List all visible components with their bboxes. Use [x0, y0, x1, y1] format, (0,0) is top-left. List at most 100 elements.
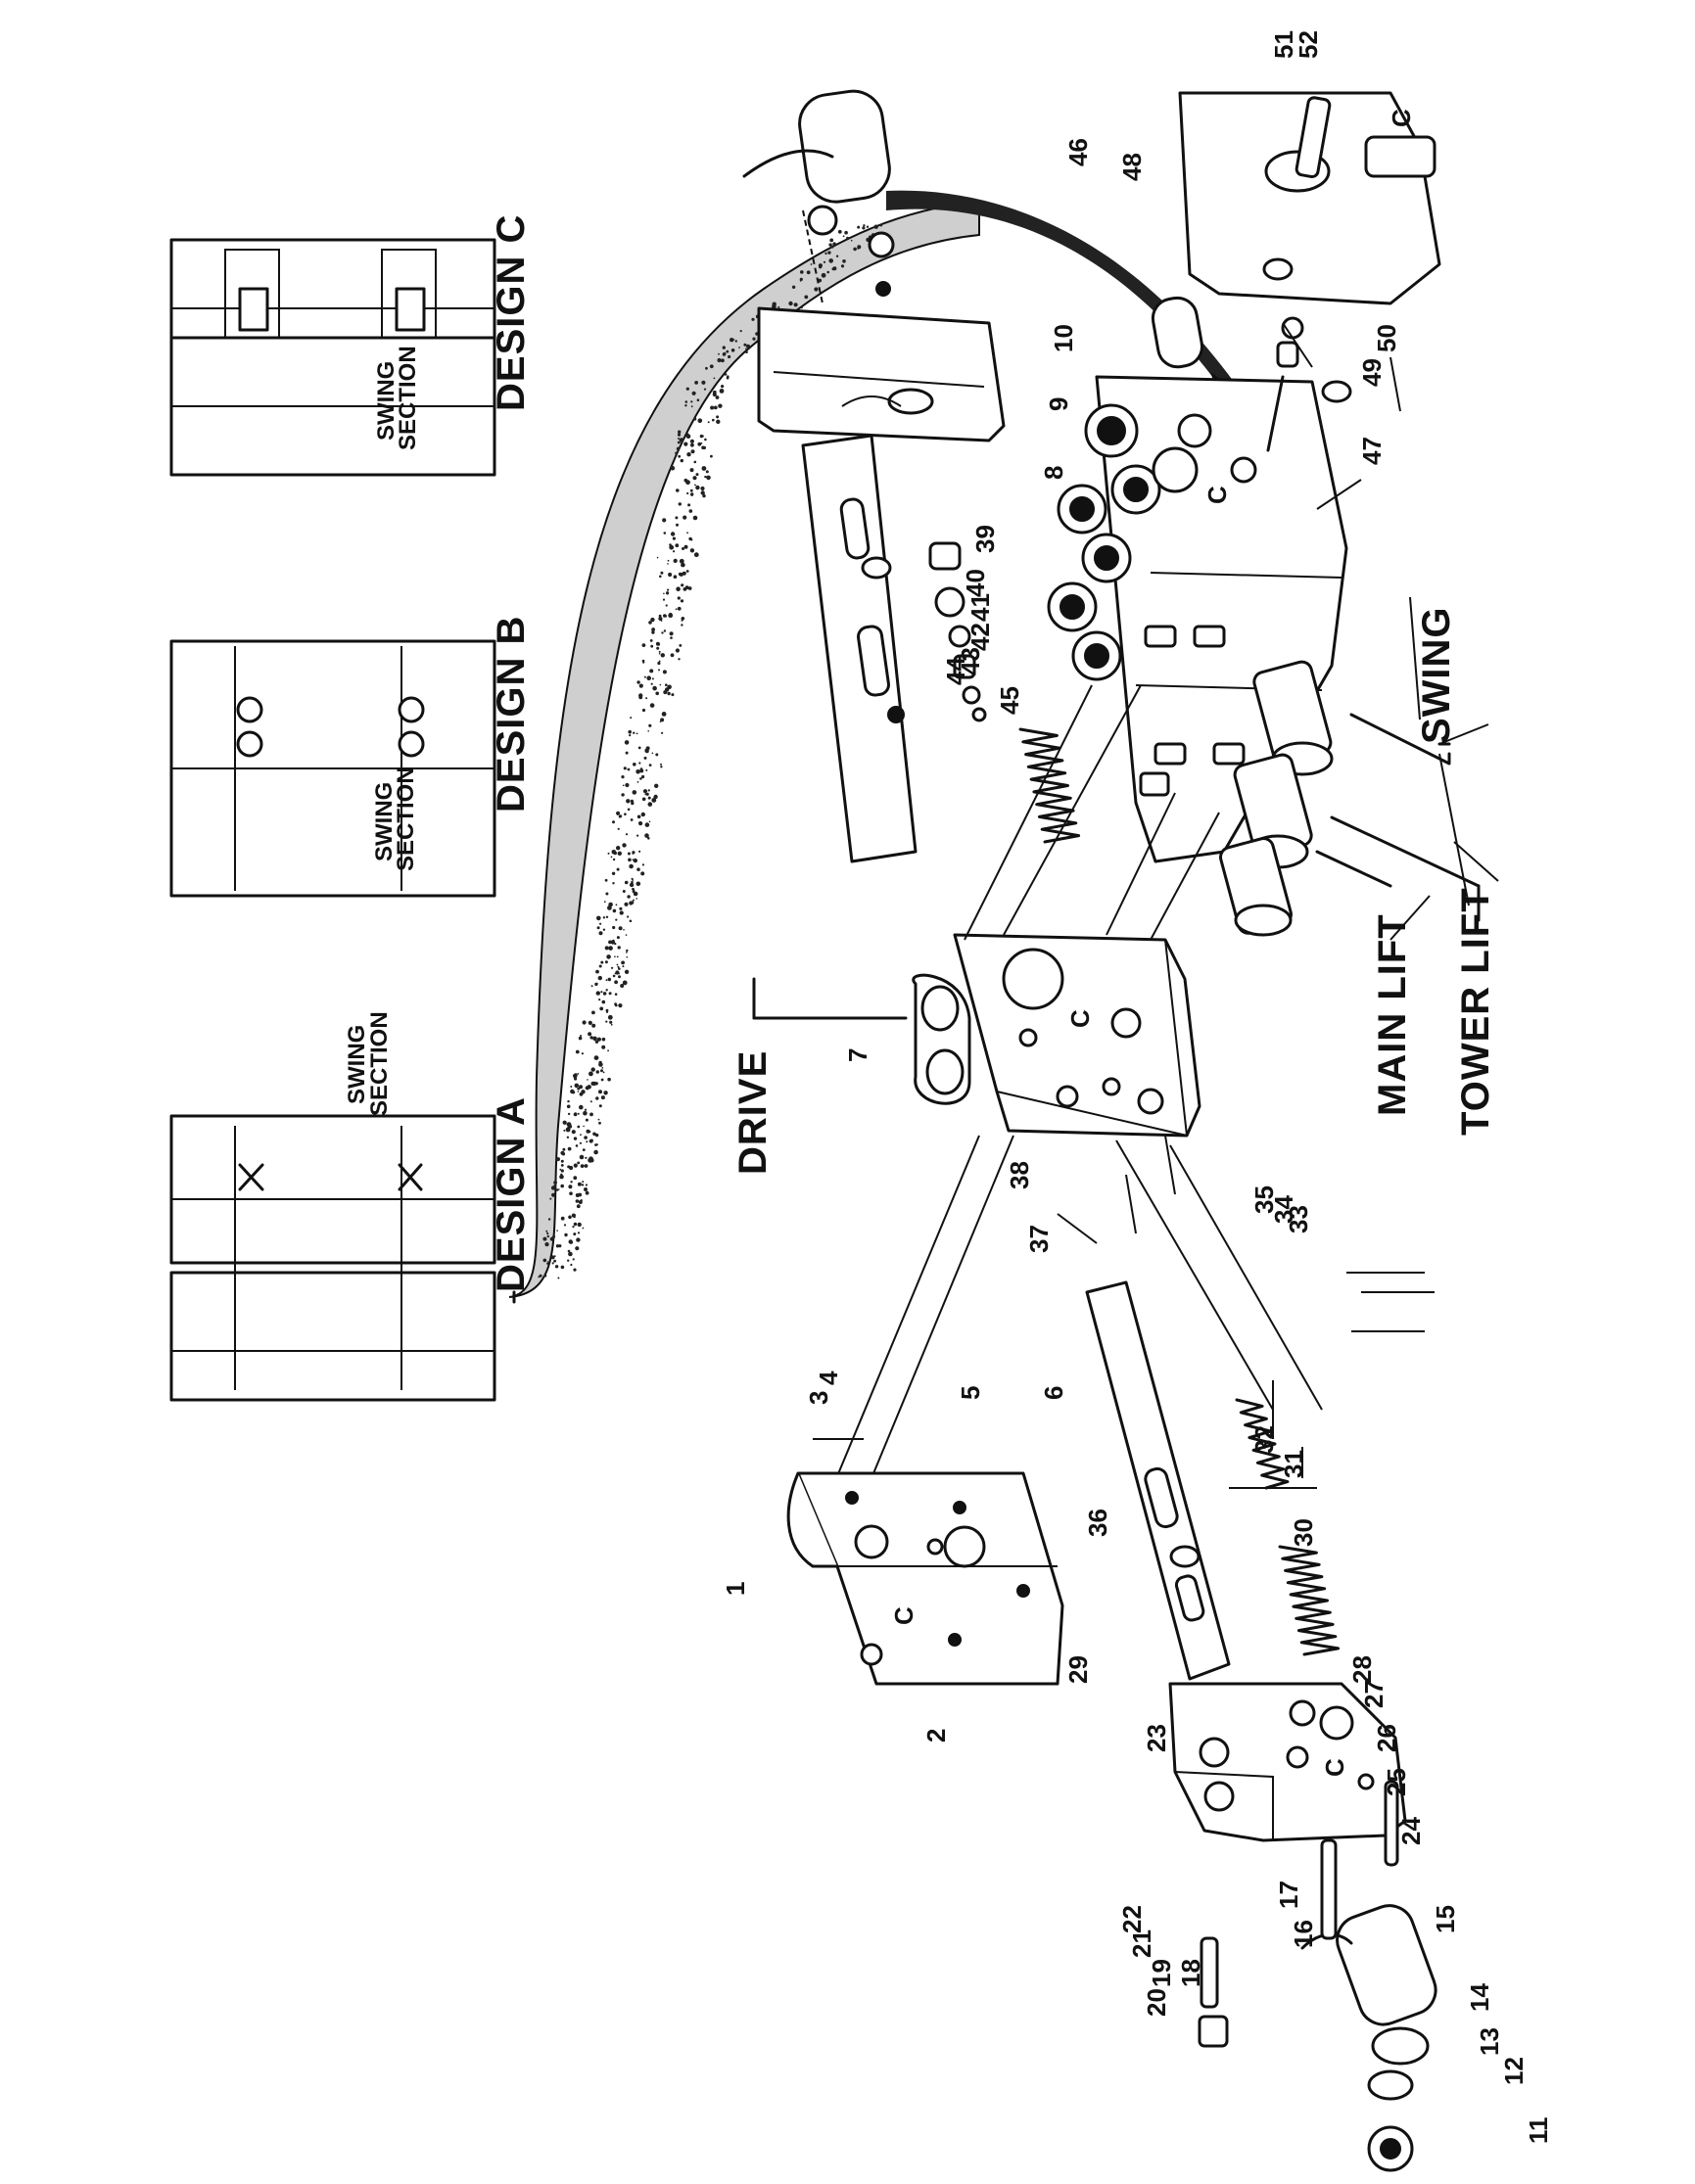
speckle-dot — [648, 820, 651, 823]
speckle-dot — [581, 1090, 586, 1094]
speckle-dot — [828, 258, 833, 263]
lower-spool-channel — [1085, 1280, 1231, 1681]
speckle-dot — [588, 1020, 592, 1025]
speckle-dot — [738, 347, 740, 349]
speckle-dot — [643, 675, 646, 678]
speckle-dot — [621, 775, 625, 779]
section-label-leaders — [512, 713, 1481, 1304]
speckle-dot — [554, 1265, 559, 1269]
speckle-dot — [718, 403, 723, 408]
speckle-dot — [713, 405, 718, 410]
speckle-dot — [584, 1164, 589, 1168]
label-design-a: DESIGN A — [490, 1096, 533, 1292]
speckle-dot — [586, 1140, 589, 1143]
speckle-dot — [566, 1104, 571, 1109]
speckle-dot — [625, 833, 629, 836]
port-letter-outlet: C — [1320, 1758, 1349, 1777]
speckle-dot — [544, 1242, 549, 1247]
speckle-dot — [706, 475, 711, 481]
speckle-dot — [677, 441, 681, 444]
speckle-dot — [837, 229, 842, 234]
speckle-dot — [607, 1049, 609, 1052]
speckle-dot — [683, 587, 687, 591]
speckle-dot — [616, 963, 619, 966]
speckle-dot — [730, 338, 734, 343]
speckle-dot — [842, 259, 846, 263]
speckle-dot — [553, 1259, 556, 1263]
speckle-dot — [655, 641, 660, 646]
speckle-dot — [638, 693, 643, 698]
speckle-dot — [546, 1234, 549, 1238]
speckle-dot — [589, 1036, 593, 1040]
speckle-dot — [605, 979, 608, 982]
speckle-dot — [575, 1144, 579, 1147]
speckle-dot — [663, 629, 667, 632]
speckle-dot — [546, 1231, 549, 1235]
speckle-dot — [618, 926, 623, 931]
speckle-dot — [555, 1188, 559, 1191]
speckle-dot — [644, 748, 649, 753]
part-number-13: 13 — [1475, 2027, 1504, 2056]
speckle-dot — [603, 901, 606, 903]
swing-small-parts — [1151, 296, 1352, 452]
speckle-dot — [660, 620, 663, 622]
speckle-dot — [624, 813, 627, 815]
speckle-dot — [582, 1227, 585, 1230]
speckle-dot — [681, 562, 685, 568]
speckle-dot — [598, 931, 603, 936]
speckle-dot — [611, 871, 616, 875]
speckle-dot — [639, 777, 642, 780]
speckle-dot — [572, 1226, 575, 1229]
part-number-42: 42 — [965, 623, 995, 651]
part-number-41: 41 — [965, 593, 995, 622]
speckle-dot — [617, 851, 622, 856]
speckle-dot — [569, 1191, 573, 1195]
speckle-dot — [638, 821, 643, 826]
speckle-dot — [638, 762, 641, 765]
part-number-31: 31 — [1279, 1450, 1308, 1478]
speckle-dot — [659, 720, 662, 722]
speckle-dot — [571, 1130, 576, 1135]
speckle-dot — [693, 417, 697, 421]
speckle-dot — [577, 1125, 581, 1129]
speckle-dot — [550, 1255, 555, 1260]
speckle-dot — [641, 643, 646, 647]
speckle-dot — [605, 892, 609, 896]
speckle-dot — [570, 1181, 573, 1184]
speckle-dot — [632, 890, 636, 894]
speckle-dot — [850, 239, 853, 242]
label-design-b: DESIGN B — [490, 616, 533, 813]
speckle-dot — [710, 454, 713, 458]
speckle-dot — [677, 433, 682, 437]
speckle-dot — [712, 392, 717, 397]
speckle-dot — [625, 751, 629, 755]
speckle-dot — [728, 354, 731, 359]
speckle-dot — [585, 1190, 589, 1195]
speckle-dot — [616, 867, 620, 871]
speckle-dot — [612, 858, 616, 861]
part-number-21: 21 — [1127, 1929, 1156, 1958]
speckle-dot — [553, 1181, 557, 1185]
part-number-16: 16 — [1289, 1920, 1318, 1948]
speckle-dot — [545, 1230, 548, 1232]
part-number-22: 22 — [1117, 1905, 1147, 1933]
speckle-dot — [633, 763, 636, 767]
speckle-dot — [613, 851, 617, 856]
speckle-dot — [542, 1236, 547, 1241]
speckle-dot — [567, 1112, 571, 1116]
speckle-dot — [578, 1192, 583, 1197]
speckle-dot — [591, 1023, 596, 1028]
speckle-dot — [679, 438, 684, 442]
speckle-dot — [620, 911, 624, 915]
speckle-dot — [629, 919, 633, 923]
speckle-dot — [638, 683, 643, 688]
speckle-dot — [556, 1157, 560, 1162]
speckle-dot — [632, 887, 635, 891]
speckle-dot — [573, 1176, 578, 1181]
speckle-dot — [717, 357, 722, 363]
speckle-dot — [594, 1082, 598, 1086]
relief-cover-upper — [757, 306, 1006, 442]
speckle-dot — [658, 650, 661, 653]
speckle-dot — [577, 1112, 580, 1115]
speckle-dot — [563, 1129, 566, 1132]
